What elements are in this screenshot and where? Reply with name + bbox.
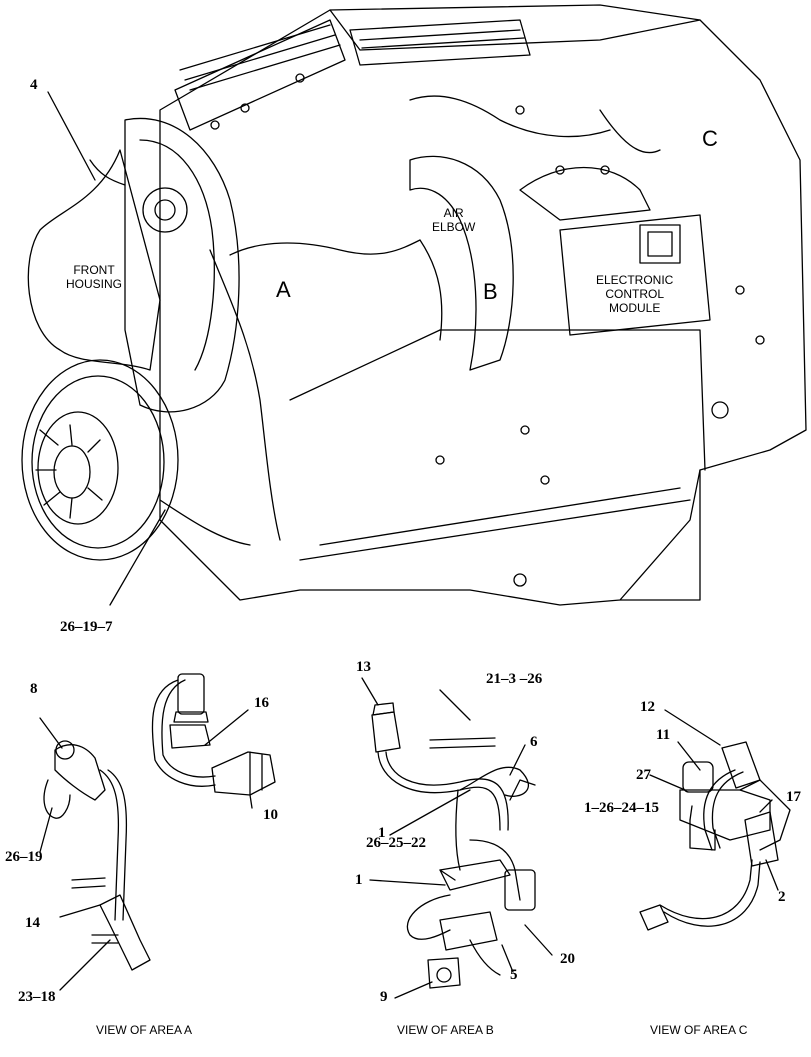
- callout-9: 9: [380, 989, 388, 1005]
- view-a-caption: VIEW OF AREA A: [96, 1023, 193, 1037]
- damper-pulley: [21, 359, 179, 561]
- air-elbow: [409, 155, 514, 371]
- leader-26-19-7: [109, 509, 166, 606]
- callout-1-lower: 1: [355, 872, 363, 888]
- view-c-drawing: [639, 741, 791, 931]
- callout-23-18: 23–18: [18, 989, 56, 1005]
- front-housing-label: FRONT HOUSING: [66, 263, 123, 291]
- callout-14: 14: [25, 915, 40, 931]
- callout-21-3-26: 21–3 –26: [486, 671, 543, 687]
- callout-4: 4: [30, 77, 38, 93]
- view-a-drawing: [43, 673, 276, 971]
- area-b-marker: B: [483, 279, 498, 304]
- callout-11: 11: [656, 727, 671, 743]
- callout-2: 2: [778, 889, 786, 905]
- callout-26-19: 26–19: [5, 849, 43, 865]
- callout-5: 5: [510, 967, 518, 983]
- air-elbow-label: AIR ELBOW: [432, 206, 476, 234]
- callout-1-26-24-15: 1–26–24–15: [584, 800, 659, 816]
- callout-17: 17: [786, 789, 801, 805]
- callout-26-25-22: 26–25–22: [366, 835, 426, 851]
- area-a-marker: A: [276, 277, 291, 302]
- view-c-caption: VIEW OF AREA C: [650, 1023, 748, 1037]
- front-housing: [27, 149, 161, 371]
- electronic-control-module: [559, 214, 711, 336]
- view-b-caption: VIEW OF AREA B: [397, 1023, 494, 1037]
- callout-16: 16: [254, 695, 269, 711]
- callout-8: 8: [30, 681, 38, 697]
- area-c-marker: C: [702, 126, 718, 151]
- leader-4: [47, 91, 96, 181]
- callout-26-19-7: 26–19–7: [60, 619, 113, 635]
- callout-10: 10: [263, 807, 278, 823]
- callout-1-upper: 1: [378, 825, 386, 841]
- engine-block: [21, 4, 807, 606]
- callout-6: 6: [530, 734, 538, 750]
- callout-20: 20: [560, 951, 575, 967]
- callout-27: 27: [636, 767, 651, 783]
- callout-13: 13: [356, 659, 371, 675]
- ecm-label: ELECTRONIC CONTROL MODULE: [596, 273, 674, 315]
- view-b-drawing: [371, 702, 536, 989]
- callout-12: 12: [640, 699, 655, 715]
